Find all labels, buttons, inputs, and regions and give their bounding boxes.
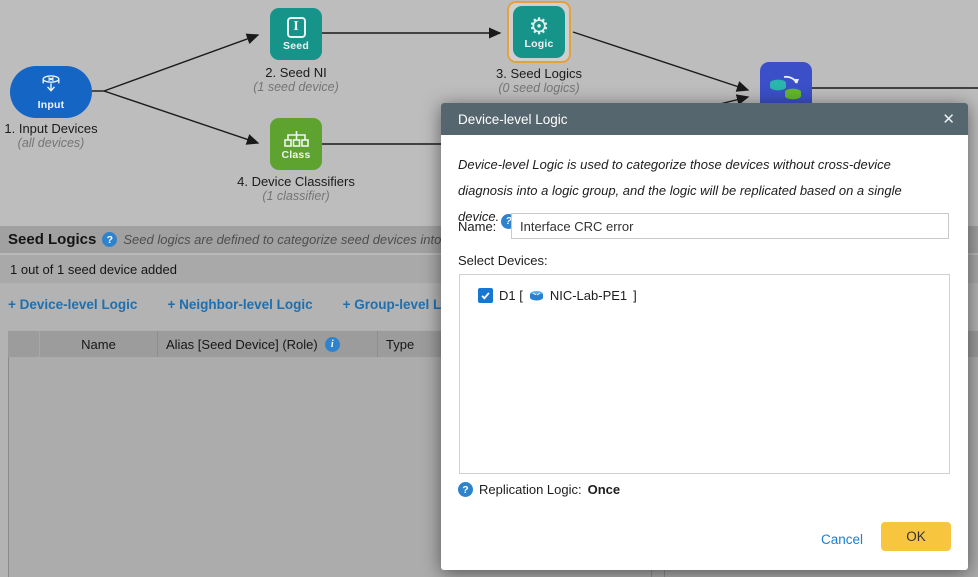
close-icon[interactable]: ✕ bbox=[942, 111, 955, 128]
status-text: 1 out of 1 seed device added bbox=[10, 261, 177, 277]
logic-name-input[interactable] bbox=[511, 213, 949, 239]
device-checkbox[interactable] bbox=[478, 288, 493, 303]
node-input-devices[interactable]: Input bbox=[10, 66, 92, 118]
node-seed-ni[interactable]: I Seed bbox=[270, 8, 322, 60]
select-devices-label: Select Devices: bbox=[458, 253, 548, 268]
panel-title: Seed Logics bbox=[8, 231, 97, 248]
device-name: NIC-Lab-PE1 bbox=[549, 288, 628, 303]
node-sublabel-input: (all devices) bbox=[17, 136, 85, 150]
node-seed-logics[interactable]: ⚙ Logic bbox=[513, 6, 565, 58]
classifier-icon bbox=[283, 131, 309, 147]
node-sublabel-seed: (1 seed device) bbox=[253, 80, 339, 94]
add-group-level-logic-link[interactable]: + Group-level Logic bbox=[342, 297, 469, 312]
node-label-seed-logics: 3. Seed Logics bbox=[495, 66, 582, 81]
ok-button[interactable]: OK bbox=[881, 522, 951, 551]
cancel-button[interactable]: Cancel bbox=[820, 531, 864, 547]
col-label: Alias [Seed Device] (Role) bbox=[166, 336, 318, 352]
check-icon bbox=[481, 292, 490, 300]
node-sublabel-classifiers: (1 classifier) bbox=[262, 189, 330, 203]
table-col-name[interactable]: Name bbox=[40, 331, 157, 357]
gear-icon: ⚙ bbox=[528, 13, 550, 39]
logic-actions: + Device-level Logic + Neighbor-level Lo… bbox=[8, 297, 469, 317]
col-label: Name bbox=[81, 336, 116, 352]
dialog-title: Device-level Logic bbox=[458, 111, 568, 127]
add-device-level-logic-link[interactable]: + Device-level Logic bbox=[8, 297, 138, 312]
device-icon bbox=[529, 290, 543, 300]
dialog-header: Device-level Logic ✕ bbox=[441, 103, 968, 135]
table-col-type[interactable]: Type bbox=[377, 331, 978, 357]
node-label-seed: 2. Seed NI bbox=[265, 65, 327, 80]
node-label-input: 1. Input Devices bbox=[4, 121, 98, 136]
device-list: D1 [ NIC-Lab-PE1 ] bbox=[459, 274, 950, 474]
help-icon[interactable]: ? bbox=[458, 482, 473, 497]
col-label: Type bbox=[386, 336, 415, 352]
device-suffix: ] bbox=[633, 288, 637, 303]
seed-icon: I bbox=[286, 16, 306, 38]
add-neighbor-level-logic-link[interactable]: + Neighbor-level Logic bbox=[167, 297, 313, 312]
panel-description: Seed logics are defined to categorize se… bbox=[123, 232, 509, 247]
name-label: Name: bbox=[458, 219, 497, 234]
node-badge: Class bbox=[281, 149, 311, 161]
node-device-classifiers[interactable]: Class bbox=[270, 118, 322, 170]
node-badge: Seed bbox=[283, 39, 309, 52]
device-level-logic-dialog: Device-level Logic ✕ Device-level Logic … bbox=[441, 103, 968, 570]
table-col-alias[interactable]: Alias [Seed Device] (Role) i bbox=[157, 331, 377, 357]
node-badge: Logic bbox=[524, 38, 554, 50]
node-seed-logics-selection: ⚙ Logic bbox=[507, 1, 571, 63]
input-icon bbox=[42, 75, 60, 92]
device-list-item[interactable]: D1 [ NIC-Lab-PE1 ] bbox=[478, 288, 637, 303]
replication-logic-row: ? Replication Logic: Once bbox=[458, 482, 620, 497]
node-label-classifiers: 4. Device Classifiers bbox=[237, 174, 355, 189]
node-badge: Input bbox=[37, 99, 65, 111]
replication-value: Once bbox=[587, 482, 621, 497]
dialog-description-text: Device-level Logic is used to categorize… bbox=[458, 157, 902, 224]
info-icon[interactable]: i bbox=[324, 336, 340, 352]
table-select-column bbox=[8, 331, 40, 357]
node-sublabel-seed-logics: (0 seed logics) bbox=[498, 81, 580, 95]
dialog-description: Device-level Logic is used to categorize… bbox=[458, 152, 940, 230]
device-prefix: D1 [ bbox=[499, 288, 523, 303]
replication-label: Replication Logic: bbox=[479, 482, 582, 497]
match-icon bbox=[770, 75, 801, 100]
help-icon[interactable]: ? bbox=[102, 232, 118, 247]
